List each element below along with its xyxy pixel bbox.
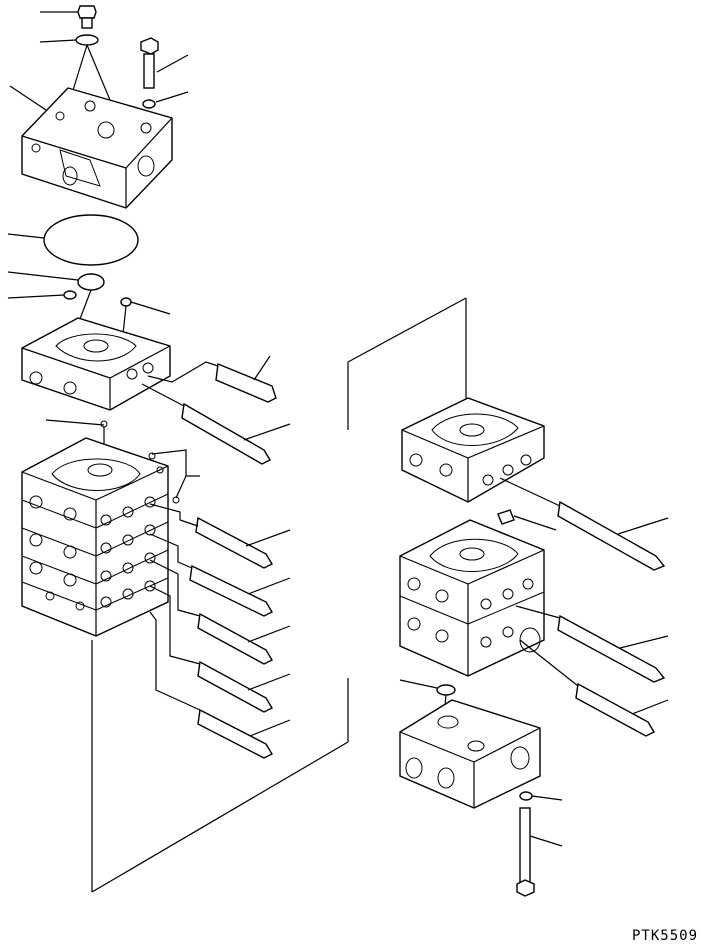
- stack-spool-4: [149, 585, 291, 713]
- stack-spool-5: [149, 611, 291, 759]
- end-cover: [399, 699, 541, 809]
- right-fitting: [497, 509, 557, 531]
- end-cover-bolt: [516, 807, 563, 897]
- section-block-right: [401, 397, 545, 503]
- top-bolt: [140, 37, 189, 89]
- stacked-valve-body: [21, 419, 200, 637]
- right-spool-bottom: [519, 639, 669, 737]
- top-cover-block: [9, 85, 173, 209]
- top-o-ring: [39, 34, 111, 101]
- stacked-valve-body-right: [399, 519, 545, 677]
- stack-spool-1: [149, 503, 291, 569]
- right-spool-middle: [515, 605, 669, 683]
- drawing-code: PTK5509: [632, 928, 699, 944]
- spool-b: [141, 383, 291, 465]
- stack-spool-3: [149, 559, 291, 665]
- right-spool-top: [499, 477, 669, 571]
- top-fitting: [40, 5, 97, 29]
- stack-spool-2: [149, 533, 291, 617]
- section-block-left: [21, 317, 171, 411]
- large-o-ring: [7, 214, 139, 266]
- top-washer: [142, 91, 189, 109]
- end-cover-washer: [519, 791, 563, 801]
- spool-a: [147, 355, 277, 403]
- end-cover-seal: [399, 679, 456, 717]
